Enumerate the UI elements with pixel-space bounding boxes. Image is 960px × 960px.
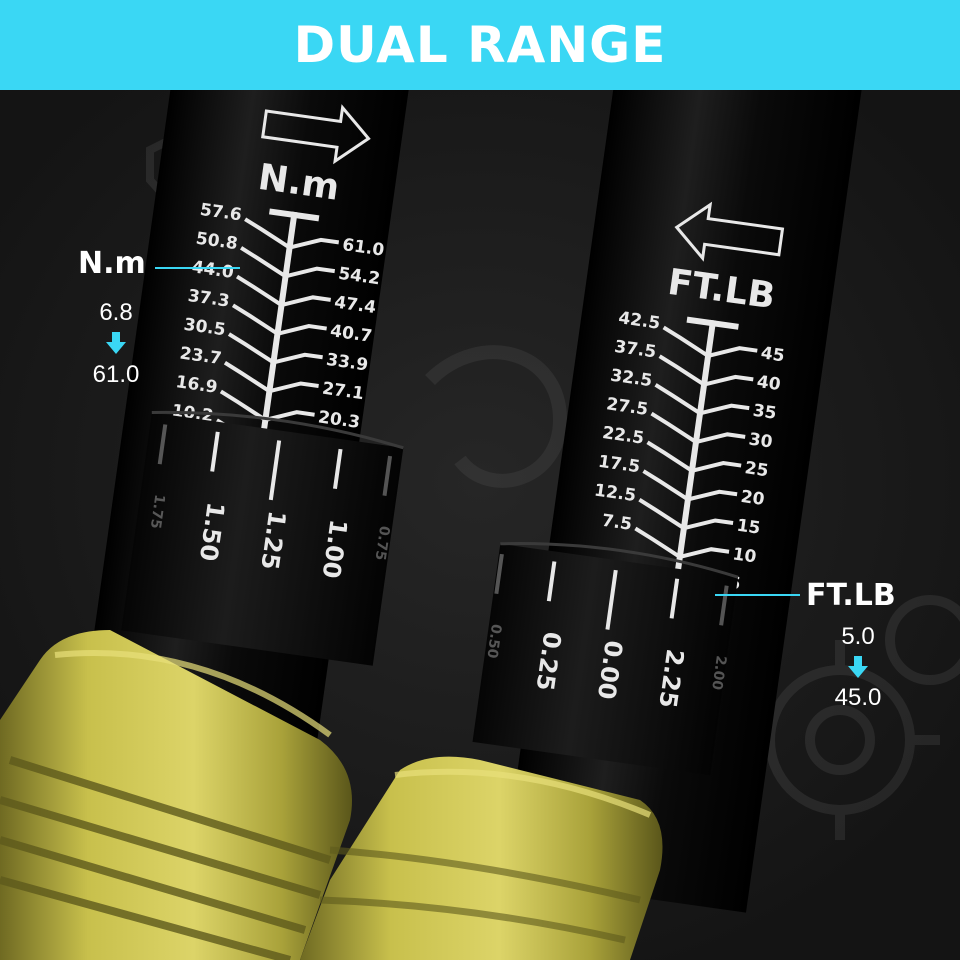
- nm-callout-min: 6.8: [99, 299, 133, 326]
- nm-callout-max: 61.0: [92, 361, 140, 388]
- ftlb-collar-label: 2.00: [708, 654, 729, 691]
- ftlb-scale-right-tick: [699, 403, 750, 416]
- wrench-illustration: N.m 61.054.247.440.733.927.120.313.66.85…: [0, 90, 960, 960]
- nm-scale-right-tick: [276, 324, 327, 336]
- ftlb-scale-right-label: 15: [735, 516, 761, 539]
- ftlb-scale-left-tick: [662, 325, 710, 358]
- ftlb-scale-right-tick: [679, 547, 730, 559]
- nm-scale-right-tick: [264, 410, 315, 422]
- ftlb-scale-right-label: 20: [739, 487, 765, 510]
- ftlb-scale-right-tick: [703, 374, 754, 387]
- ftlb-scale-right-label: 10: [731, 544, 757, 567]
- nm-scale-right-tick: [285, 266, 336, 279]
- ftlb-callout-min: 5.0: [841, 623, 875, 650]
- nm-scale-right-tick: [281, 295, 331, 307]
- nm-scale-left-tick: [235, 274, 283, 307]
- nm-wrench-handle: [0, 630, 352, 960]
- ftlb-scale-right-label: 45: [760, 343, 786, 366]
- ftlb-collar-tick: [719, 585, 729, 626]
- ftlb-scale-left-tick: [658, 354, 706, 387]
- nm-collar-label: 1.75: [147, 493, 168, 529]
- nm-scale-left-tick: [227, 332, 275, 365]
- ftlb-scale-right-tick: [687, 489, 738, 502]
- left-arrow-icon: [674, 201, 785, 262]
- nm-scale-left-tick: [231, 303, 279, 336]
- nm-callout-title: N.m: [78, 246, 146, 281]
- ftlb-collar-tick: [546, 561, 557, 602]
- nm-down-arrow-icon: [106, 332, 126, 354]
- ftlb-callout-max: 45.0: [834, 684, 882, 711]
- ftlb-scale-right-label: 40: [756, 372, 782, 395]
- right-arrow-icon: [261, 104, 371, 165]
- ftlb-adjust-collar: [472, 543, 738, 776]
- nm-scale-spine: [251, 211, 298, 500]
- swirl-watermark-icon: [425, 345, 568, 488]
- ftlb-collar-tick: [669, 578, 680, 619]
- ftlb-collar-tick: [605, 569, 618, 630]
- banner-title: DUAL RANGE: [293, 16, 667, 74]
- nm-collar-tick: [333, 448, 343, 490]
- ftlb-scale: 4540353025201510542.537.532.527.522.517.…: [593, 308, 786, 594]
- ftlb-scale-right-label: 30: [747, 429, 773, 452]
- nm-adjust-collar: [121, 412, 404, 666]
- nm-collar-tick: [268, 440, 282, 501]
- ftlb-scale-left-tick: [638, 498, 685, 530]
- ftlb-wrench-handle: [300, 756, 663, 960]
- ftlb-scale-spine: [669, 319, 717, 608]
- ftlb-collar-tick: [494, 553, 504, 595]
- ftlb-scale-left-label: 7.5: [601, 511, 634, 535]
- nm-scale-right-tick: [272, 352, 323, 365]
- ftlb-scale-right-tick: [695, 432, 746, 444]
- nm-scale-left-tick: [244, 217, 291, 250]
- nm-collar-tick: [382, 455, 393, 496]
- ftlb-scale-right-label: 25: [743, 458, 769, 481]
- nm-collar-label: 0.75: [372, 525, 393, 561]
- ftlb-scale-right-tick: [683, 518, 734, 531]
- nm-collar-tick: [210, 431, 220, 472]
- ftlb-scale-left-tick: [650, 411, 698, 444]
- ftlb-scale-right-label: 35: [752, 401, 778, 424]
- top-banner: DUAL RANGE: [0, 0, 960, 90]
- nm-collar-tick: [157, 424, 168, 465]
- ftlb-down-arrow-icon: [848, 656, 868, 678]
- nm-scale-right-tick: [289, 237, 340, 250]
- ftlb-scale-left-tick: [646, 440, 694, 473]
- nm-scale-right-tick: [268, 381, 319, 394]
- ftlb-scale-right-tick: [707, 346, 758, 358]
- ftlb-collar-label: 0.50: [483, 623, 504, 660]
- ftlb-callout-title: FT.LB: [806, 578, 896, 613]
- nm-scale-left-tick: [219, 389, 267, 422]
- ftlb-scale-left-tick: [654, 383, 702, 416]
- ftlb-scale-left-tick: [642, 469, 690, 502]
- nm-scale-left-tick: [240, 246, 287, 279]
- ftlb-scale-right-tick: [691, 461, 742, 473]
- nm-scale-left-tick: [223, 361, 271, 393]
- ftlb-scale-left-tick: [634, 526, 681, 559]
